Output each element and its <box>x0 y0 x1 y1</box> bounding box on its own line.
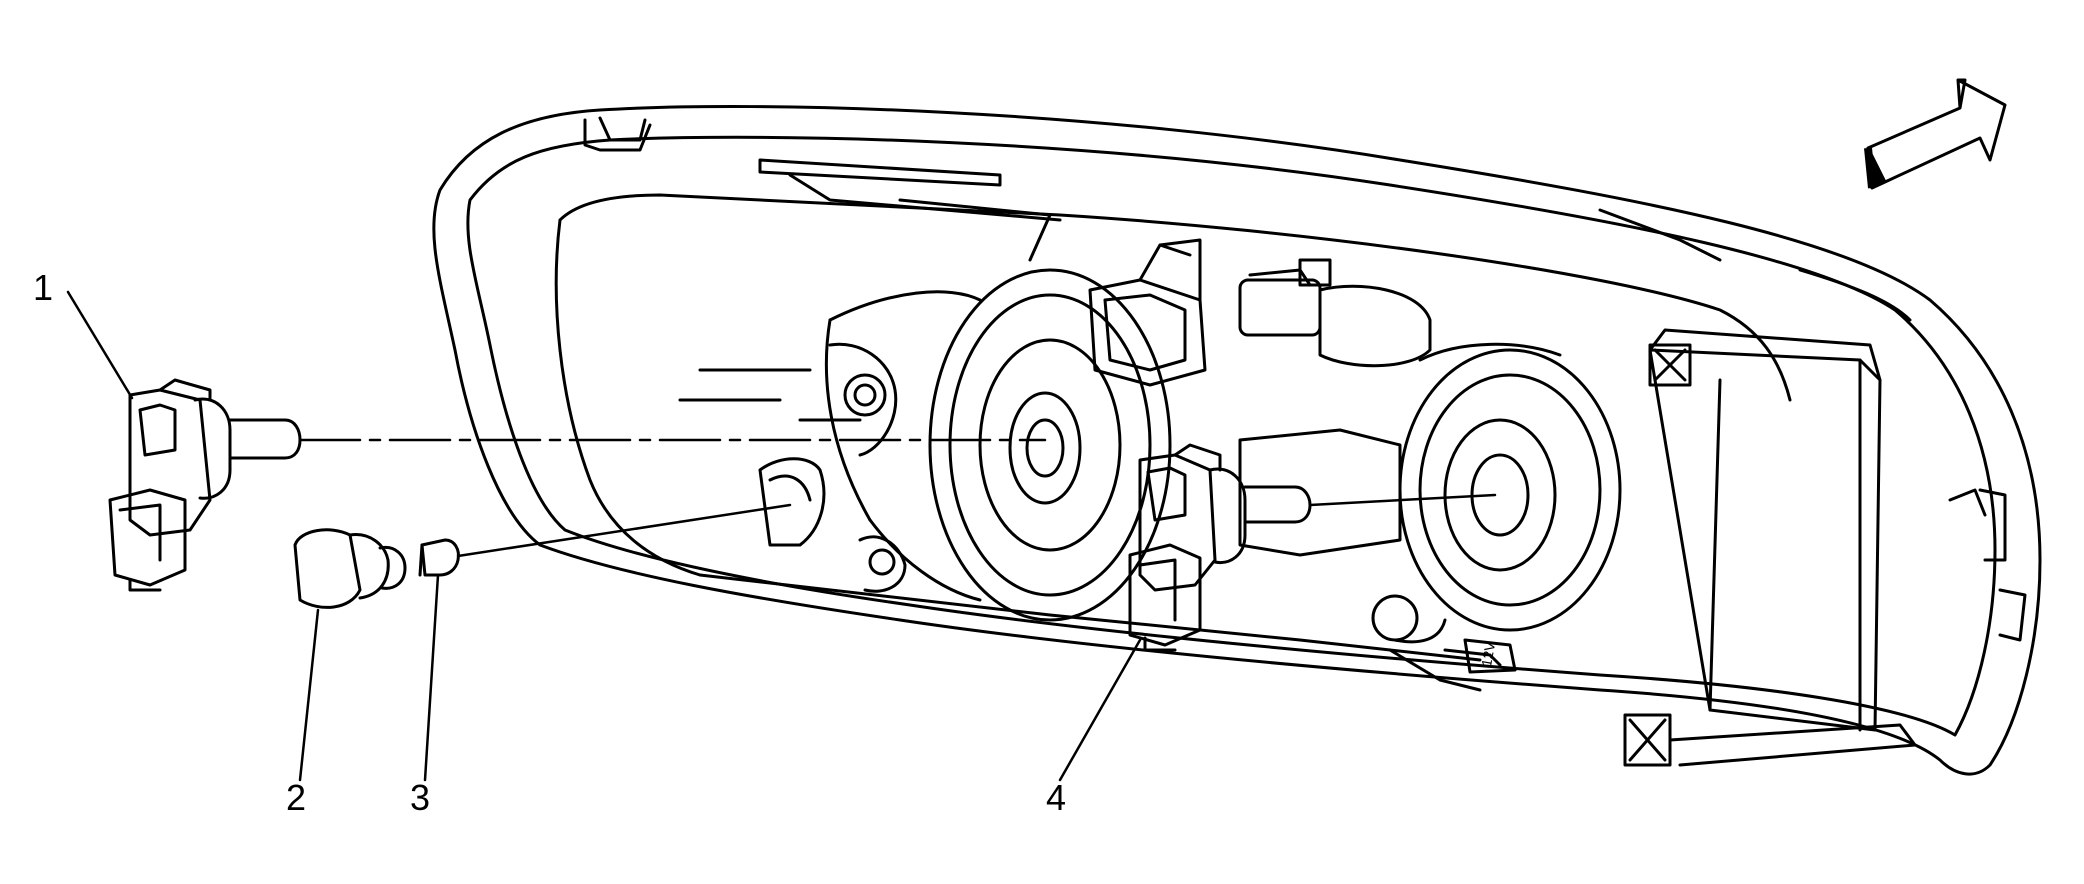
leader-lines <box>66 290 1142 782</box>
bulb-2-socket <box>293 528 407 609</box>
housing-connector <box>1088 238 1432 387</box>
high-beam-reflector <box>1398 342 1622 632</box>
alignment-lines <box>298 438 1497 558</box>
socket-base <box>1463 638 1517 674</box>
callout-2: 2 <box>286 777 306 818</box>
bulb-4-low-beam <box>1128 443 1312 652</box>
low-beam-reflector <box>824 268 1172 622</box>
direction-arrow-icon <box>1864 78 2007 190</box>
headlamp-housing <box>432 105 2042 776</box>
park-lamp-socket-area <box>678 342 907 593</box>
callout-1: 1 <box>33 267 53 308</box>
bulb-1-high-beam <box>108 378 302 592</box>
bulb-3-wedge <box>418 538 460 577</box>
callout-3: 3 <box>410 777 430 818</box>
socket-marking: 12V <box>1478 640 1498 668</box>
callout-4: 4 <box>1046 777 1066 818</box>
housing-lower-detail <box>1238 428 1502 692</box>
